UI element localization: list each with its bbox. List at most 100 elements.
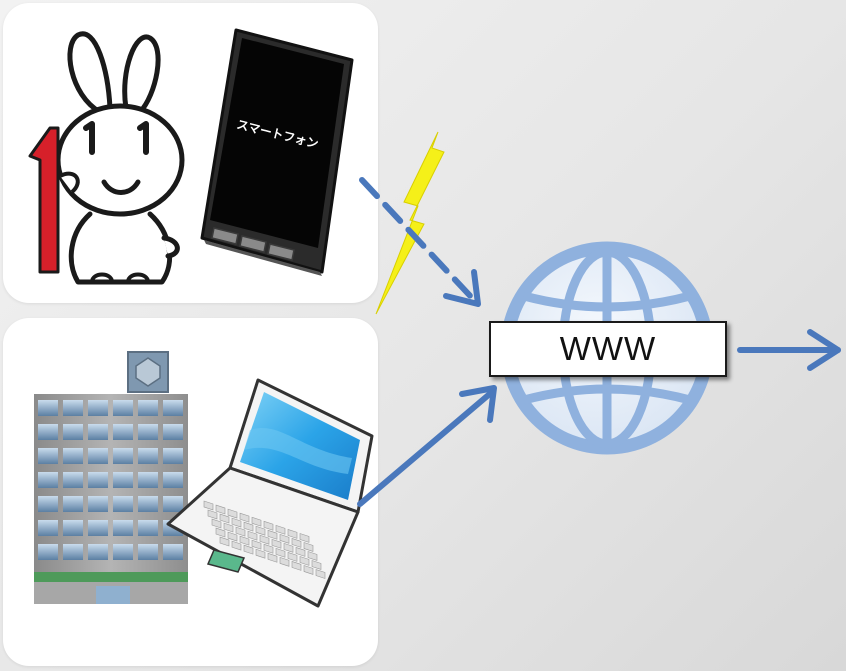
keyboard-key — [259, 534, 270, 545]
keyboard-key — [247, 530, 258, 541]
building-window — [38, 424, 58, 440]
keyboard-key — [311, 560, 322, 570]
building-window — [63, 520, 83, 536]
keyboard-key — [303, 542, 314, 552]
keyboard-key — [299, 533, 310, 543]
keyboard-key — [215, 527, 226, 538]
keyboard-key — [291, 538, 302, 548]
building-window — [163, 400, 183, 416]
building-window — [138, 544, 158, 560]
building-window — [88, 472, 108, 488]
keyboard-key — [255, 525, 266, 536]
keyboard-key — [223, 522, 234, 533]
office-building-icon — [34, 351, 188, 604]
building-window — [38, 520, 58, 536]
keyboard-key — [283, 542, 294, 553]
arrow-www-to-outside — [737, 329, 841, 371]
building-window — [38, 544, 58, 560]
building-window — [38, 496, 58, 512]
building-window — [63, 544, 83, 560]
wireless-lightning-icon — [375, 131, 445, 315]
building-window — [63, 424, 83, 440]
keyboard-key — [295, 547, 306, 557]
building-window — [113, 424, 133, 440]
building-window — [63, 496, 83, 512]
keyboard-key — [215, 504, 226, 515]
keyboard-key — [239, 512, 250, 523]
building-window — [163, 544, 183, 560]
keyboard-key — [263, 520, 274, 531]
building-window — [88, 544, 108, 560]
keyboard-key — [279, 556, 290, 567]
building-windows — [38, 400, 183, 560]
building-window — [138, 496, 158, 512]
www-label: WWW — [559, 330, 657, 367]
keyboard-key — [207, 509, 218, 520]
building-window — [163, 448, 183, 464]
building-window — [88, 520, 108, 536]
keyboard-key — [315, 569, 326, 579]
keyboard-key — [271, 538, 282, 549]
keyboard-key — [235, 526, 246, 537]
building-window — [138, 424, 158, 440]
keyboard-key — [219, 536, 230, 547]
building-window — [163, 472, 183, 488]
number-one-sign-icon — [28, 126, 80, 274]
building-window — [163, 424, 183, 440]
keyboard-key — [275, 547, 286, 558]
keyboard-key — [291, 561, 302, 571]
building-window — [88, 400, 108, 416]
building-window — [38, 472, 58, 488]
building-window — [113, 400, 133, 416]
arrow-laptop-to-www — [357, 385, 497, 507]
keyboard-key — [203, 500, 214, 511]
building-window — [113, 544, 133, 560]
keyboard-key — [299, 556, 310, 566]
keyboard-key — [255, 548, 266, 559]
building-window — [63, 472, 83, 488]
building-window — [113, 472, 133, 488]
keyboard-key — [231, 540, 242, 551]
building-window — [138, 448, 158, 464]
keyboard-key — [243, 544, 254, 555]
keyboard-key — [263, 543, 274, 554]
building-window — [113, 496, 133, 512]
keyboard-key — [251, 539, 262, 550]
building-window — [38, 400, 58, 416]
building-window — [38, 448, 58, 464]
building-window — [63, 400, 83, 416]
keyboard-key — [219, 513, 230, 524]
building-window — [113, 448, 133, 464]
building-window — [138, 472, 158, 488]
keyboard-key — [227, 531, 238, 542]
keyboard-key — [231, 517, 242, 528]
laptop-keyboard — [203, 500, 326, 579]
keyboard-key — [239, 535, 250, 546]
keyboard-key — [303, 565, 314, 575]
rabbit-mascot-icon — [55, 31, 185, 285]
keyboard-key — [287, 529, 298, 539]
building-window — [88, 424, 108, 440]
smartphone-icon: スマートフォン — [200, 28, 354, 276]
building-window — [88, 448, 108, 464]
keyboard-key — [275, 524, 286, 535]
keyboard-key — [211, 518, 222, 529]
keyboard-key — [267, 529, 278, 540]
building-window — [138, 400, 158, 416]
keyboard-key — [279, 533, 290, 544]
keyboard-key — [243, 521, 254, 532]
www-label-box: WWW — [489, 321, 727, 377]
building-window — [88, 496, 108, 512]
building-window — [163, 496, 183, 512]
arrow-smartphone-to-www — [359, 177, 481, 307]
keyboard-key — [307, 551, 318, 561]
keyboard-key — [267, 552, 278, 563]
building-window — [63, 448, 83, 464]
building-window — [113, 520, 133, 536]
keyboard-key — [227, 508, 238, 519]
keyboard-key — [251, 516, 262, 527]
building-window — [138, 520, 158, 536]
laptop-icon — [166, 378, 374, 608]
keyboard-key — [287, 552, 298, 562]
